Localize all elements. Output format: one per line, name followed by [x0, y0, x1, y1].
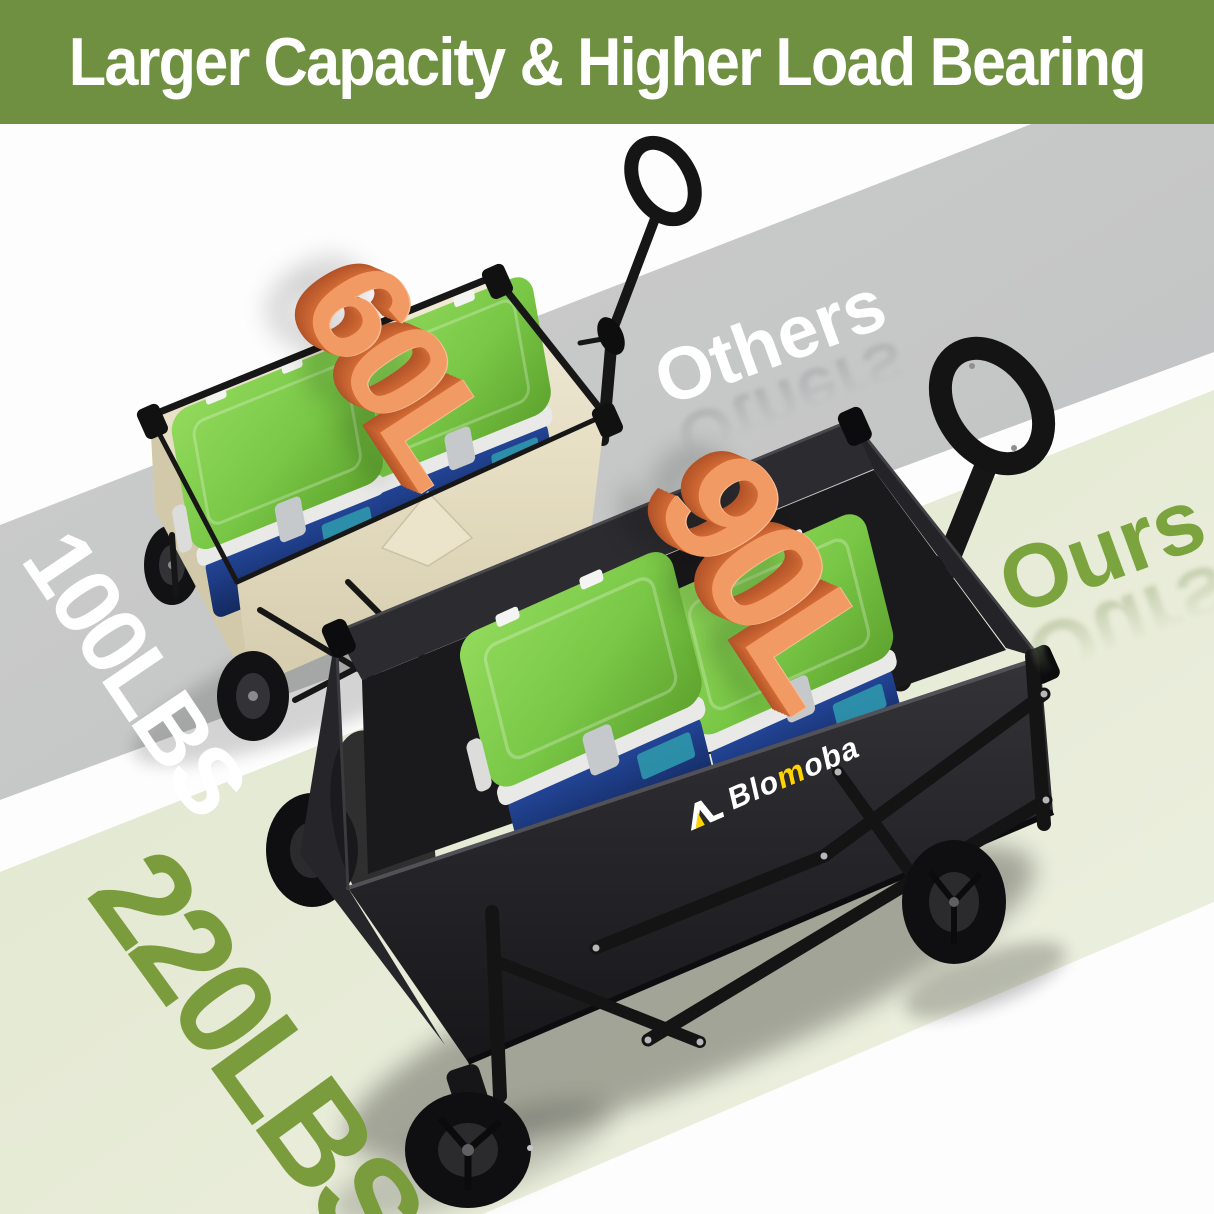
black-wagon-front-panel: [348, 658, 1053, 1062]
beige-wagon: [136, 135, 702, 769]
black-wagon-rim-frame: [334, 418, 1042, 890]
black-wagon-wheel-front: [405, 1064, 533, 1208]
brand-logo-mark-icon: [690, 800, 725, 831]
beige-wagon-rim-frame: [146, 272, 609, 585]
black-wagon-corner-clamps: [321, 406, 1060, 684]
beige-wagon-handle-loop: [624, 135, 702, 227]
black-wagon-handle-loop: [928, 336, 1056, 476]
page-title: Larger Capacity & Higher Load Bearing: [68, 24, 1147, 100]
brand-logo: Blomoba: [684, 728, 862, 836]
beige-wagon-wheel-front: [217, 651, 289, 741]
black-wagon-x-frame: [485, 649, 1053, 1103]
header-banner: Larger Capacity & Higher Load Bearing: [0, 0, 1214, 124]
beige-wagon-corner-clamps: [136, 263, 623, 440]
black-wagon: [266, 336, 1060, 1208]
black-wagon-wheel-right: [902, 840, 1006, 964]
black-wagon-far-wall: [336, 420, 876, 680]
beige-wagon-handle-hinge: [597, 317, 625, 355]
beige-wagon-fabric-flap: [380, 490, 474, 567]
black-wagon-left-panel: [300, 632, 445, 1045]
